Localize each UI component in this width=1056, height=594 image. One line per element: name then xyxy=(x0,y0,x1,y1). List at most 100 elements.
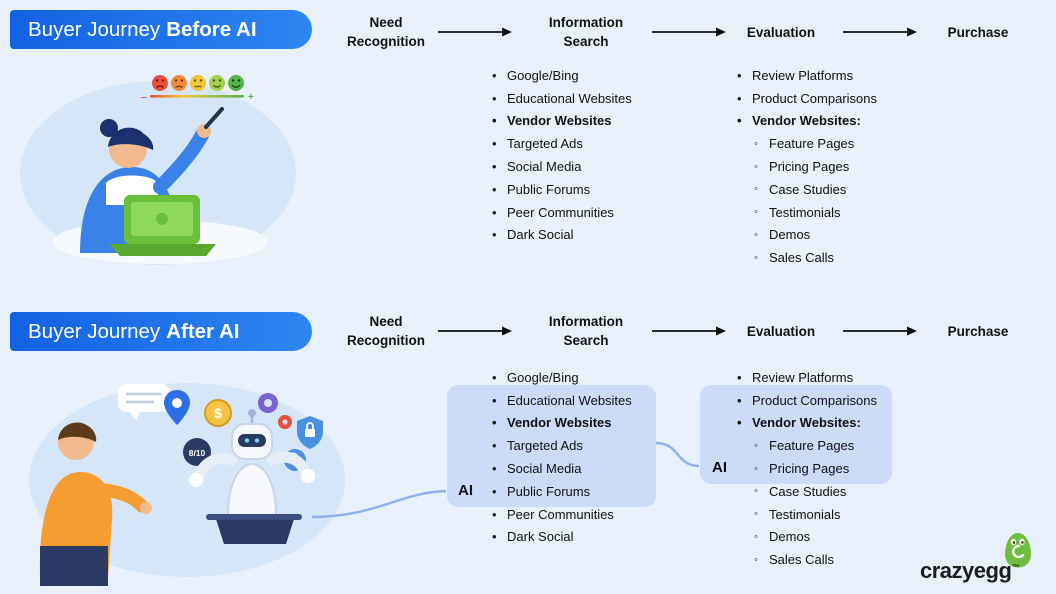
bullet-icon: • xyxy=(737,90,742,106)
list-item: • Dark Social xyxy=(492,224,632,247)
sub-bullet-icon: ◦ xyxy=(754,251,758,264)
bullet-icon: • xyxy=(492,227,497,243)
sub-bullet-icon: ◦ xyxy=(754,137,758,150)
list-item-label: Testimonials xyxy=(769,204,841,220)
person-figure xyxy=(39,422,152,586)
list-item-label: Targeted Ads xyxy=(507,136,583,152)
banner-before-ai: Buyer Journey Before AI xyxy=(10,10,312,49)
ai-highlight-box-search xyxy=(447,385,656,507)
crazyegg-egg-icon xyxy=(1005,533,1031,568)
list-item: •Review Platforms xyxy=(737,366,877,389)
bullet-icon: • xyxy=(737,113,742,129)
list-item: •Dark Social xyxy=(492,526,632,549)
bullet-icon: • xyxy=(492,369,497,385)
sub-bullet-icon: ◦ xyxy=(754,530,758,543)
list-item: ◦ Feature Pages xyxy=(754,434,877,457)
bullet-icon: • xyxy=(492,204,497,220)
list-item: • Vendor Websites: xyxy=(737,110,877,133)
location-pin-icon xyxy=(164,390,190,425)
bullet-icon: • xyxy=(492,67,497,83)
banner-after-ai: Buyer Journey After AI xyxy=(10,312,312,351)
stage-information-search-after: Information Search xyxy=(548,314,624,348)
arrow-icon xyxy=(652,326,726,336)
list-item: • Vendor Websites xyxy=(492,110,632,133)
stage-purchase-after: Purchase xyxy=(947,324,1009,339)
list-item: ◦Sales Calls xyxy=(754,548,877,571)
laptop-icon xyxy=(109,195,216,256)
rating-badge: 8/10 xyxy=(183,438,211,466)
list-item-label: Google/Bing xyxy=(507,67,579,83)
list-item-label: Testimonials xyxy=(769,506,841,522)
bullet-icon: • xyxy=(492,136,497,152)
stage-information-search-before: Information Search xyxy=(548,15,624,49)
list-item-label: Social Media xyxy=(507,159,582,175)
list-item-label: Vendor Websites xyxy=(507,415,612,431)
list-item: •Peer Communities xyxy=(492,503,632,526)
list-item: ◦Sales Calls xyxy=(754,246,877,269)
illustration-person-laptop: – + xyxy=(20,75,296,265)
bullet-icon: • xyxy=(492,113,497,129)
sub-bullet-icon: ◦ xyxy=(754,439,758,452)
logo-tm: ™ xyxy=(1011,562,1019,572)
bullet-icon: • xyxy=(737,67,742,83)
sentiment-scale-icon: – + xyxy=(141,75,254,103)
list-item: • Social Media xyxy=(492,155,632,178)
list-item: • Educational Websites xyxy=(492,87,632,110)
arrow-icon xyxy=(652,27,726,37)
list-item: ◦ Demos xyxy=(754,224,877,247)
bullet-icon: • xyxy=(492,181,497,197)
list-item: ◦Demos xyxy=(754,526,877,549)
banner-before-bold: Before AI xyxy=(166,17,257,41)
list-item: ◦Testimonials xyxy=(754,503,877,526)
sub-bullet-icon: ◦ xyxy=(754,160,758,173)
list-item-label: Case Studies xyxy=(769,181,847,197)
list-item: • Public Forums xyxy=(492,178,632,201)
list-item-label: Peer Communities xyxy=(507,506,614,522)
list-item-label: Public Forums xyxy=(507,483,591,499)
list-item-label: Public Forums xyxy=(507,181,591,197)
scale-plus-label: + xyxy=(248,92,254,103)
crazyegg-logo: crazyegg™ xyxy=(918,531,1048,587)
ai-highlight-box-evaluation xyxy=(700,385,892,484)
list-item-label: Product Comparisons xyxy=(752,90,877,106)
list-item: ◦Pricing Pages xyxy=(754,155,877,178)
bullet-icon: • xyxy=(492,483,497,499)
list-item-label: Vendor Websites: xyxy=(752,113,861,129)
list-item-label: Demos xyxy=(769,227,811,243)
bullet-icon: • xyxy=(737,392,742,408)
list-item-label: Peer Communities xyxy=(507,204,614,220)
list-item-label: Review Platforms xyxy=(752,67,854,83)
logo-wordmark: crazyegg xyxy=(920,558,1012,583)
rating-badge-label: 8/10 xyxy=(189,448,206,458)
gears-icon xyxy=(258,393,292,429)
list-item-label: Pricing Pages xyxy=(769,461,850,477)
sub-bullet-icon: ◦ xyxy=(754,485,758,498)
list-item: • Review Platforms xyxy=(737,64,877,87)
stage-purchase-before: Purchase xyxy=(947,25,1009,40)
speech-bubble-icon xyxy=(118,384,170,421)
list-item-label: Educational Websites xyxy=(507,90,632,106)
list-item-label: Dark Social xyxy=(507,529,574,545)
bullet-icon: • xyxy=(492,159,497,175)
list-item-label: Feature Pages xyxy=(769,438,855,454)
bullet-icon: • xyxy=(492,90,497,106)
list-item: • Google/Bing xyxy=(492,366,632,389)
sub-bullet-icon: ◦ xyxy=(754,228,758,241)
before-evaluation-list: • Review Platforms • Product Comparisons • Ve… xyxy=(737,64,877,269)
list-item: •Social Media xyxy=(492,457,632,480)
bullet-icon: • xyxy=(492,415,497,431)
list-item: ◦Feature Pages xyxy=(754,132,877,155)
banner-after-bold: After AI xyxy=(166,319,240,343)
list-item-label: Dark Social xyxy=(507,227,574,243)
list-item-label: Vendor Websites xyxy=(507,113,612,129)
stage-evaluation-after: Evaluation xyxy=(746,324,816,339)
list-item-label: Google/Bing xyxy=(507,369,579,385)
banner-before-regular: Buyer Journey xyxy=(28,17,161,41)
list-item: • Public Forums xyxy=(492,480,632,503)
arrow-icon xyxy=(843,27,917,37)
list-item: ◦Case Studies xyxy=(754,480,877,503)
before-information-search-list: • Google/Bing • Educational Websites • Vendor… xyxy=(492,64,632,246)
banner-after-regular: Buyer Journey xyxy=(28,319,161,343)
ai-label-evaluation: AI xyxy=(712,459,727,476)
